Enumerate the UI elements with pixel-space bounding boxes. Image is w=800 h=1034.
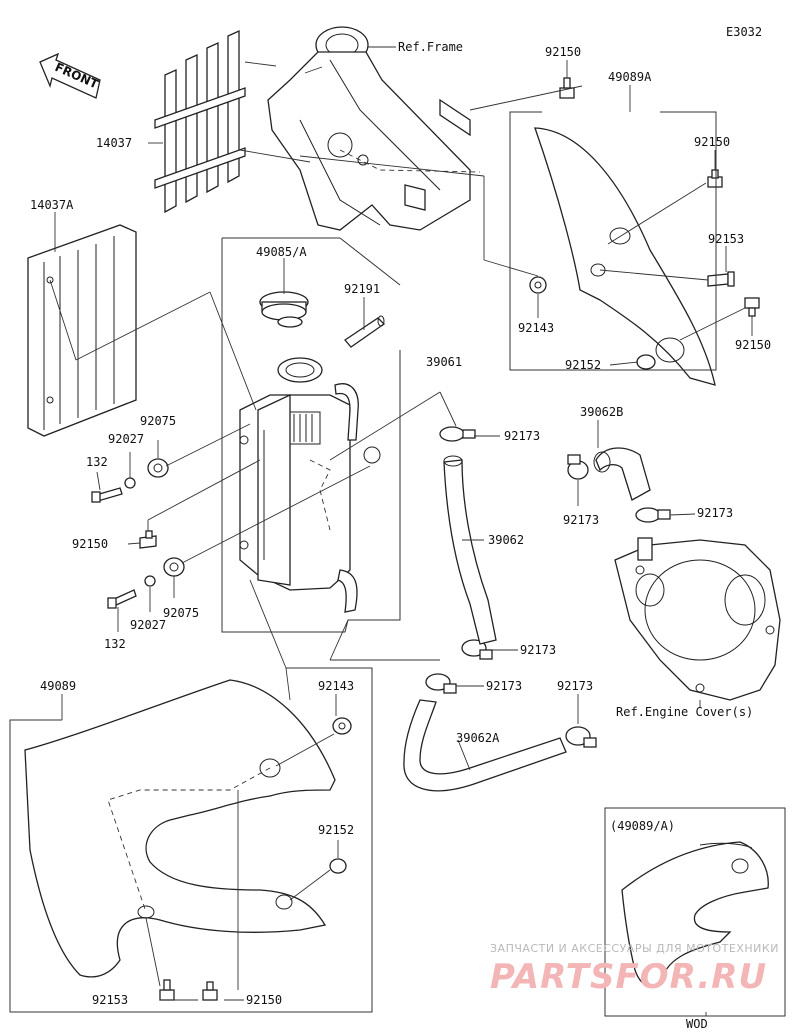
bolt-92150-r1 (707, 169, 723, 188)
label-39062: 39062 (488, 533, 524, 547)
radiator-shroud-14037a (27, 224, 137, 437)
label-92152-l: 92152 (318, 823, 354, 837)
label-14037a: 14037A (30, 198, 74, 212)
hose-clamp-92173-2 (567, 454, 589, 480)
label-92143-r: 92143 (518, 321, 554, 335)
bolt-92150-left (139, 530, 157, 549)
hose-clamp-92173-1 (439, 426, 476, 442)
bolt-92150-r2 (744, 297, 760, 317)
label-92027-2: 92027 (130, 618, 166, 632)
label-92075-2: 92075 (163, 606, 199, 620)
label-ref-frame: Ref.Frame (398, 40, 463, 54)
bolt-92153-r (707, 271, 735, 287)
label-92153-b: 92153 (92, 993, 128, 1007)
nut-92152-l (329, 858, 347, 874)
label-132-2: 132 (104, 637, 126, 651)
label-92152-r: 92152 (565, 358, 601, 372)
shroud-49089a-box (509, 111, 717, 371)
watermark-line1: ЗАПЧАСТИ И АКСЕССУАРЫ ДЛЯ МОТОТЕХНИКИ (490, 942, 779, 955)
label-39061: 39061 (426, 355, 462, 369)
bolt-92153-b (159, 979, 175, 1001)
label-39062b: 39062B (580, 405, 623, 419)
label-92173-1: 92173 (504, 429, 540, 443)
label-92191: 92191 (344, 282, 380, 296)
leader-lines (49, 46, 753, 1016)
watermark-line2: PARTSFOR.RU (490, 957, 767, 997)
radiator-box-diag (339, 237, 401, 286)
label-92150-l: 92150 (72, 537, 108, 551)
label-92173-2: 92173 (563, 513, 599, 527)
label-14037: 14037 (96, 136, 132, 150)
label-92150-b: 92150 (246, 993, 282, 1007)
hose-39062 (443, 455, 497, 645)
label-92173-3: 92173 (697, 506, 733, 520)
nut-92152-r (636, 354, 656, 370)
inset-variant: WOD (686, 1017, 708, 1031)
damper-92075-upper (147, 458, 169, 478)
damper-92075-lower (163, 557, 185, 577)
hose-clamp-92173-4 (461, 639, 493, 660)
hose-clamp-92173-3 (635, 507, 671, 523)
label-92027-1: 92027 (108, 432, 144, 446)
shroud-49089 (24, 679, 336, 978)
collar-92027-lower (144, 575, 156, 587)
bolt-92150-top (559, 77, 575, 99)
hose-clamp-92173-5 (425, 673, 457, 694)
inset-box (604, 807, 786, 1017)
label-92153-r: 92153 (708, 232, 744, 246)
label-92143-l: 92143 (318, 679, 354, 693)
hose-39062b (593, 447, 651, 501)
label-92150-top: 92150 (545, 45, 581, 59)
label-92173-4: 92173 (520, 643, 556, 657)
grommet-92143-r (529, 276, 547, 294)
shroud-49089a (534, 127, 716, 386)
grommet-92143-l (332, 717, 352, 735)
label-92150-r1: 92150 (694, 135, 730, 149)
bolt-92150-b (202, 981, 218, 1001)
label-92150-r2: 92150 (735, 338, 771, 352)
bolt-132-upper (91, 487, 123, 503)
label-49085a: 49085/A (256, 245, 307, 259)
breather-hose-92191 (344, 315, 386, 348)
bolt-132-lower (107, 589, 137, 609)
radiator-39061 (239, 357, 381, 613)
label-ref-engine-cover: Ref.Engine Cover(s) (616, 705, 753, 719)
label-49089: 49089 (40, 679, 76, 693)
watermark: ЗАПЧАСТИ И АКСЕССУАРЫ ДЛЯ МОТОТЕХНИКИ PA… (490, 942, 779, 997)
hose-clamp-92173-6 (565, 726, 597, 748)
inset-title: (49089/A) (610, 819, 675, 833)
diagram-code: E3032 (726, 25, 762, 39)
part-labels: E3032 Ref.Frame 92150 49089A 14037 92150… (30, 25, 771, 1031)
inset-shroud-49089a (621, 841, 769, 988)
radiator-cap-49085a (259, 291, 309, 328)
front-arrow-icon: FRONT (39, 52, 101, 99)
shroud-49089-box (9, 667, 373, 1013)
label-92075-1: 92075 (140, 414, 176, 428)
label-132-1: 132 (86, 455, 108, 469)
engine-cover-reference (614, 537, 781, 701)
collar-92027-upper (124, 477, 136, 489)
radiator-box (221, 238, 401, 633)
radiator-guard-14037 (154, 29, 246, 214)
label-49089a: 49089A (608, 70, 652, 84)
frame-reference (267, 26, 471, 231)
label-92173-5: 92173 (486, 679, 522, 693)
hose-39062a (403, 699, 567, 792)
label-92173-6: 92173 (557, 679, 593, 693)
label-39062a: 39062A (456, 731, 500, 745)
